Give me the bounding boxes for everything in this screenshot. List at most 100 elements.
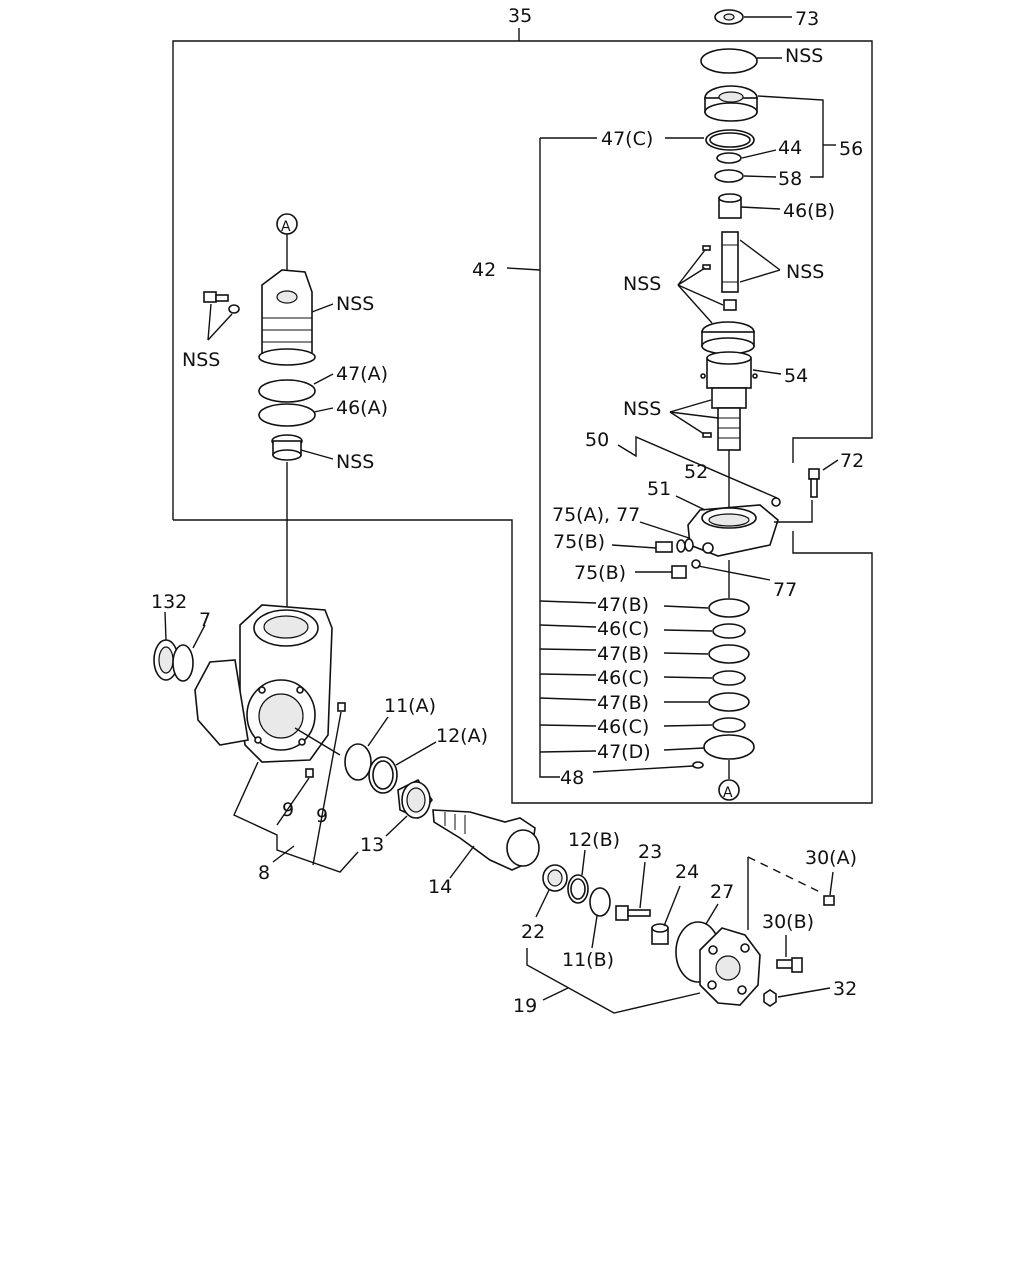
ref-label-a-left: A bbox=[281, 219, 291, 235]
label-nss-mid-right: NSS bbox=[786, 261, 824, 283]
part-valve-shaft bbox=[721, 231, 739, 293]
leader-19 bbox=[542, 987, 569, 1001]
label-nss-left3: NSS bbox=[336, 451, 374, 473]
label-12b: 12(B) bbox=[568, 829, 620, 851]
pin-2 bbox=[702, 264, 711, 270]
cover-hole-3 bbox=[707, 980, 717, 990]
leader-44 bbox=[741, 149, 777, 159]
leader-47a bbox=[313, 373, 334, 385]
part-46c-1 bbox=[712, 623, 746, 639]
leader-nss-left3 bbox=[300, 449, 334, 460]
axis-housing bbox=[294, 727, 341, 756]
cover-hole-2 bbox=[740, 943, 750, 953]
leader-r46c3 bbox=[539, 724, 597, 727]
ref-circle-a-right bbox=[718, 779, 740, 801]
label-35: 35 bbox=[508, 5, 532, 27]
label-52: 52 bbox=[684, 461, 708, 483]
label-r46c1: 46(C) bbox=[597, 618, 649, 640]
part-23-screw-head bbox=[615, 905, 629, 921]
part-housing-top-cover bbox=[263, 615, 309, 639]
bracket-42 bbox=[539, 138, 560, 778]
label-75a-77: 75(A), 77 bbox=[552, 504, 640, 526]
part-77-washer bbox=[684, 538, 694, 552]
label-9a: 9 bbox=[282, 799, 294, 821]
label-23: 23 bbox=[638, 841, 662, 863]
leader-r47b2 bbox=[539, 648, 597, 651]
ref-label-a-right: A bbox=[723, 785, 733, 801]
label-47c: 47(C) bbox=[601, 128, 653, 150]
part-7-ring bbox=[172, 644, 194, 682]
frame-35 bbox=[172, 40, 873, 520]
pin-3 bbox=[702, 432, 712, 438]
part-58-bearing bbox=[714, 169, 744, 183]
part-30b-bolt-head bbox=[791, 957, 803, 973]
part-48 bbox=[692, 761, 704, 769]
part-47a-oring bbox=[258, 379, 316, 403]
leader-72 bbox=[822, 459, 839, 471]
leader-8 bbox=[272, 845, 295, 863]
part-housing-bore bbox=[258, 693, 304, 739]
label-11a: 11(A) bbox=[384, 695, 436, 717]
pin-1 bbox=[702, 245, 711, 251]
part-piston-base bbox=[258, 348, 316, 366]
part-75b-fitting-2 bbox=[671, 565, 687, 579]
leader-r47b1 bbox=[539, 600, 597, 604]
part-75b-fitting-1 bbox=[655, 541, 673, 553]
part-32-nut bbox=[763, 989, 777, 1007]
flange-hole-4 bbox=[298, 738, 306, 746]
leader-22 bbox=[535, 889, 550, 918]
label-24: 24 bbox=[675, 861, 699, 883]
leader-r47b1-b bbox=[663, 605, 709, 609]
part-11a-snapring bbox=[344, 743, 372, 781]
part-13-bearing-bore bbox=[406, 787, 426, 813]
leader-nss-pin1 bbox=[677, 249, 706, 286]
label-75b-2: 75(B) bbox=[574, 562, 626, 584]
label-58: 58 bbox=[778, 168, 802, 190]
label-132: 132 bbox=[151, 591, 187, 613]
leader-54 bbox=[752, 369, 782, 375]
label-r46c3: 46(C) bbox=[597, 716, 649, 738]
part-46c-3 bbox=[712, 717, 746, 733]
ball-1 bbox=[700, 373, 706, 379]
leader-30a bbox=[829, 871, 834, 896]
label-nss-mid-left: NSS bbox=[623, 273, 661, 295]
leader-nss-left1a bbox=[207, 303, 212, 341]
label-32: 32 bbox=[833, 978, 857, 1000]
part-56-plug-hole bbox=[718, 91, 744, 103]
leader-r46c2 bbox=[539, 673, 597, 676]
part-44-ring bbox=[716, 152, 742, 164]
part-23-screw-shank bbox=[627, 909, 651, 917]
leader-r47b2-b bbox=[663, 652, 709, 655]
part-12a-ring-inner bbox=[372, 760, 394, 790]
part-46b-top bbox=[718, 193, 742, 203]
part-nss-bolt-shank bbox=[215, 294, 229, 302]
label-44: 44 bbox=[778, 137, 802, 159]
label-nss-top: NSS bbox=[785, 45, 823, 67]
bracket-19 bbox=[526, 948, 701, 1014]
part-torsion-bar bbox=[717, 407, 741, 451]
leader-9b bbox=[276, 777, 310, 826]
leader-50 bbox=[617, 435, 778, 499]
leader-nss-right1 bbox=[739, 239, 781, 271]
cover-hole-4 bbox=[737, 985, 747, 995]
leader-14 bbox=[449, 845, 475, 879]
leader-r47b3 bbox=[539, 697, 597, 701]
part-housing-side-port bbox=[194, 659, 249, 746]
part-51-port bbox=[702, 542, 714, 554]
part-47b-1 bbox=[708, 598, 750, 618]
leader-12a bbox=[395, 741, 437, 766]
label-47a: 47(A) bbox=[336, 363, 388, 385]
label-11b: 11(B) bbox=[562, 949, 614, 971]
frame-35-lower bbox=[173, 519, 873, 804]
label-30a: 30(A) bbox=[805, 847, 857, 869]
label-56: 56 bbox=[839, 138, 863, 160]
label-51: 51 bbox=[647, 478, 671, 500]
leader-nss-left2 bbox=[311, 303, 334, 313]
part-30a-plug bbox=[823, 895, 835, 906]
part-73-hole bbox=[723, 13, 735, 21]
leader-nss-left1b bbox=[207, 313, 233, 341]
part-30b-bolt-shank bbox=[776, 959, 794, 969]
leader-11b bbox=[591, 915, 598, 949]
label-46b: 46(B) bbox=[783, 200, 835, 222]
label-72: 72 bbox=[840, 450, 864, 472]
